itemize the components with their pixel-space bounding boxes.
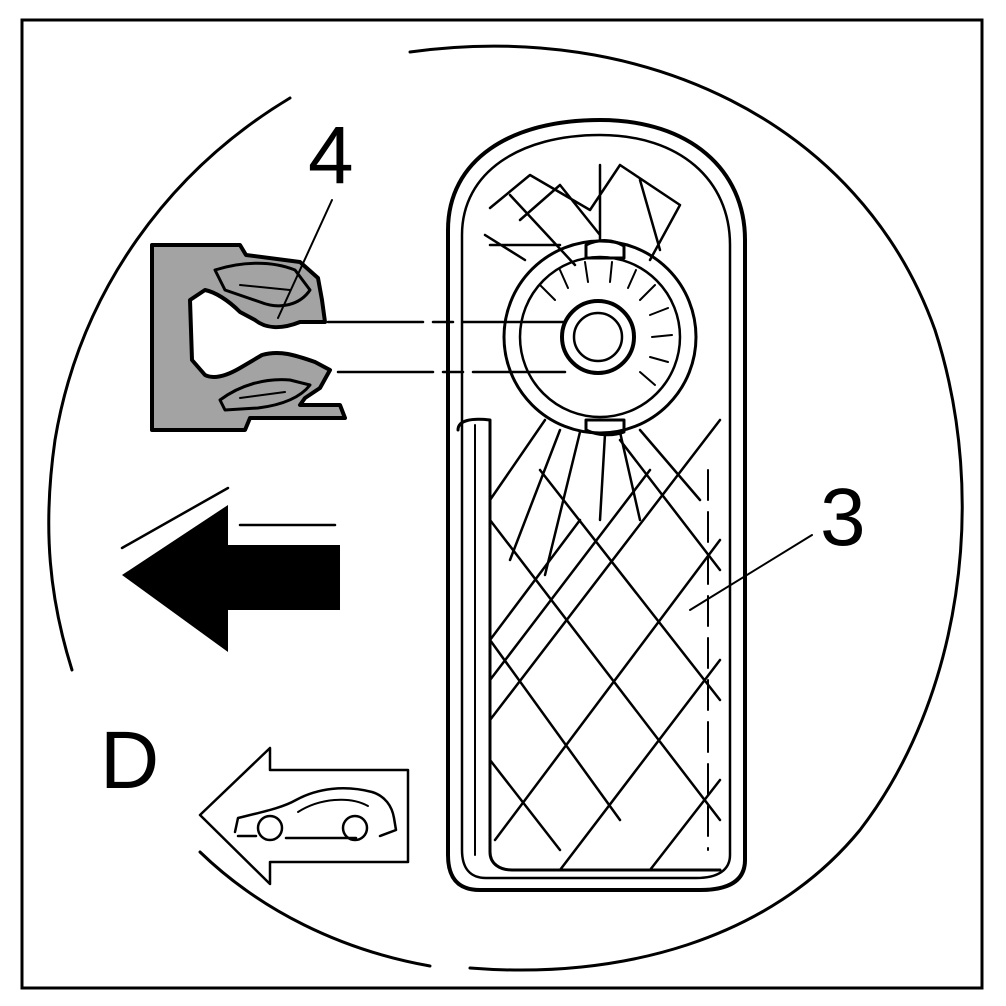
leader-line-4 (277, 199, 333, 319)
callout-view-d: D (100, 715, 159, 806)
clip-icon (150, 243, 347, 432)
callout-part-3: 3 (820, 472, 866, 563)
leader-line-3 (689, 534, 813, 611)
callout-part-4: 4 (308, 110, 354, 201)
vehicle-forward-icon (198, 746, 410, 886)
outer-frame (20, 18, 984, 990)
bracket-panel-icon (446, 118, 747, 892)
direction-arrow-icon (120, 486, 340, 652)
detail-circle (47, 44, 964, 972)
projection-lines (326, 320, 567, 374)
